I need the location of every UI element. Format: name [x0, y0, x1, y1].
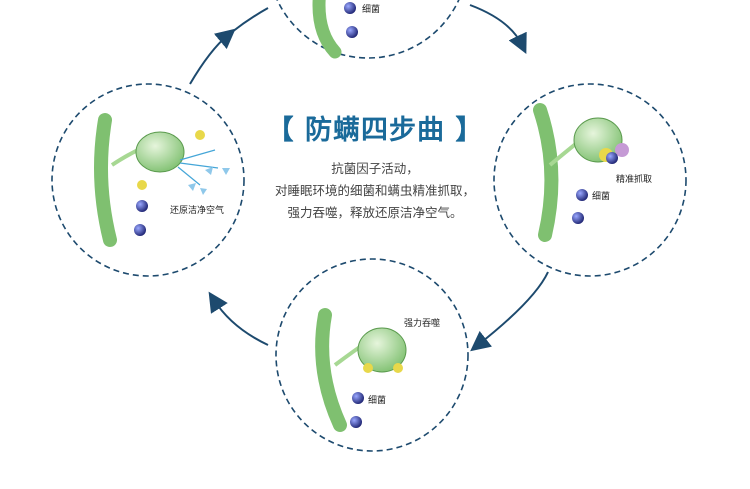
arrow-right-to-bottom [470, 271, 549, 352]
step-circle-bottom [275, 258, 469, 452]
arrow-top-to-right [469, 4, 527, 55]
step-circle-right [493, 83, 687, 277]
step-top-label: 细菌 [362, 5, 381, 15]
step-bottom-bacteria-label: 细菌 [368, 396, 387, 406]
step-left-label: 还原洁净空气 [170, 206, 225, 216]
arrow-left-to-top [189, 28, 236, 85]
step-left-illustration [94, 113, 230, 247]
description-line: 对睡眠环境的细菌和螨虫精准抓取， [274, 183, 475, 198]
step-bottom-label: 强力吞噬 [404, 319, 441, 329]
arrow-left-to-top-tail [231, 7, 269, 33]
step-circle-left [51, 83, 245, 277]
description-line: 抗菌因子活动， [331, 161, 419, 176]
description-line: 强力吞噬，释放还原洁净空气。 [287, 205, 463, 220]
cycle-arrows [189, 4, 549, 352]
arrow-bottom-to-left [208, 291, 269, 346]
step-right-label: 精准抓取 [616, 175, 653, 185]
diagram-title: 【 防螨四步曲 】 [266, 115, 484, 146]
step-bottom-illustration [315, 308, 407, 432]
diagram-description: 抗菌因子活动， 对睡眠环境的细菌和螨虫精准抓取， 强力吞噬，释放还原洁净空气。 [250, 158, 500, 224]
step-top-illustration [312, 0, 358, 59]
step-right-illustration [533, 103, 629, 242]
step-right-bacteria-label: 细菌 [592, 192, 611, 202]
